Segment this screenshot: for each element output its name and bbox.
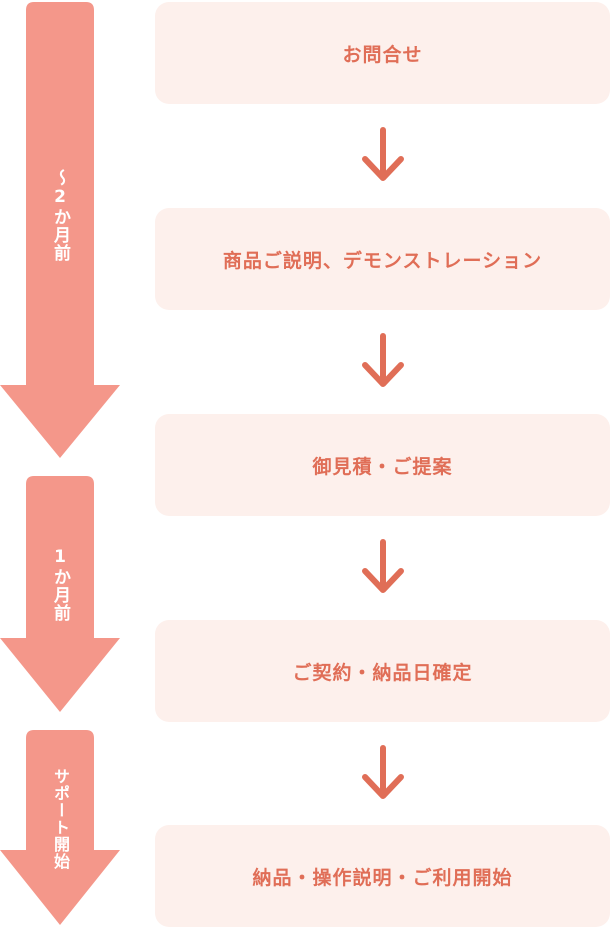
step-product-demo: 商品ご説明、デモンストレーション — [155, 208, 610, 310]
phase-arrow-2: 1か月前 — [0, 476, 120, 714]
phase-arrow-3: サポート開始 — [0, 730, 120, 927]
step-inquiry: お問合せ — [155, 2, 610, 104]
phase-arrow-2-shape — [0, 476, 120, 712]
arrow-down-icon — [362, 333, 404, 387]
phase-label-2: 1か月前 — [50, 546, 70, 622]
phase-arrow-1: 〜2か月前 — [0, 0, 120, 460]
step-estimate-proposal: 御見積・ご提案 — [155, 414, 610, 516]
step-contract: ご契約・納品日確定 — [155, 620, 610, 722]
phase-arrow-3-shape — [0, 730, 120, 925]
arrow-down-icon — [362, 745, 404, 799]
phase-label-3: サポート開始 — [51, 768, 70, 870]
arrow-down-icon — [362, 539, 404, 593]
step-delivery-start: 納品・操作説明・ご利用開始 — [155, 825, 610, 927]
phase-label-1: 〜2か月前 — [50, 168, 70, 262]
arrow-down-icon — [362, 127, 404, 181]
phase-arrow-1-shape — [0, 2, 120, 458]
